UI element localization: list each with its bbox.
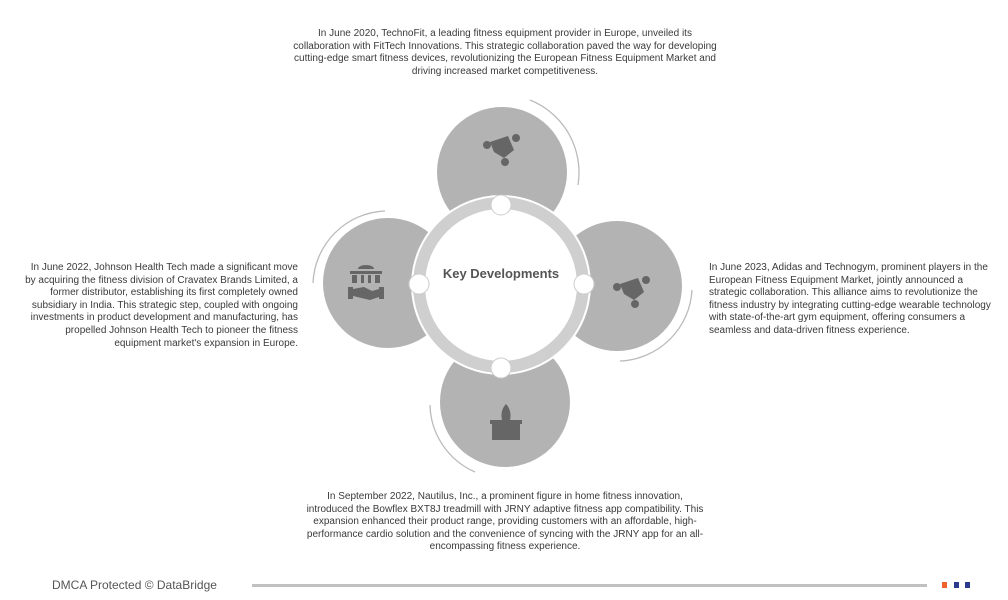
development-text-right: In June 2023, Adidas and Technogym, prom… xyxy=(709,262,991,336)
footer-square-navy xyxy=(965,582,970,588)
ring-node-left xyxy=(408,273,430,295)
ring-node-bottom xyxy=(490,357,512,379)
collaboration-people-icon xyxy=(613,276,650,308)
footer-copyright: DMCA Protected © DataBridge xyxy=(52,578,217,592)
decorative-arc-top xyxy=(529,99,580,186)
acquisition-handshake-icon xyxy=(348,265,384,300)
ring-node-top xyxy=(490,194,512,216)
product-launch-icon xyxy=(490,404,522,440)
development-text-top: In June 2020, TechnoFit, a leading fitne… xyxy=(293,28,717,77)
decorative-arc-bottom xyxy=(429,404,476,473)
collaboration-people-icon xyxy=(483,134,520,166)
footer-square-blue xyxy=(954,582,959,588)
development-text-left: In June 2022, Johnson Health Tech made a… xyxy=(25,262,298,349)
footer-square-orange xyxy=(942,582,947,588)
decorative-arc-right xyxy=(619,289,693,362)
ring-node-right xyxy=(573,273,595,295)
center-title: Key Developments xyxy=(442,266,560,281)
center-inner xyxy=(426,210,576,360)
decorative-arc-left xyxy=(312,210,386,284)
development-text-bottom: In September 2022, Nautilus, Inc., a pro… xyxy=(306,491,704,553)
footer-divider xyxy=(252,584,927,587)
